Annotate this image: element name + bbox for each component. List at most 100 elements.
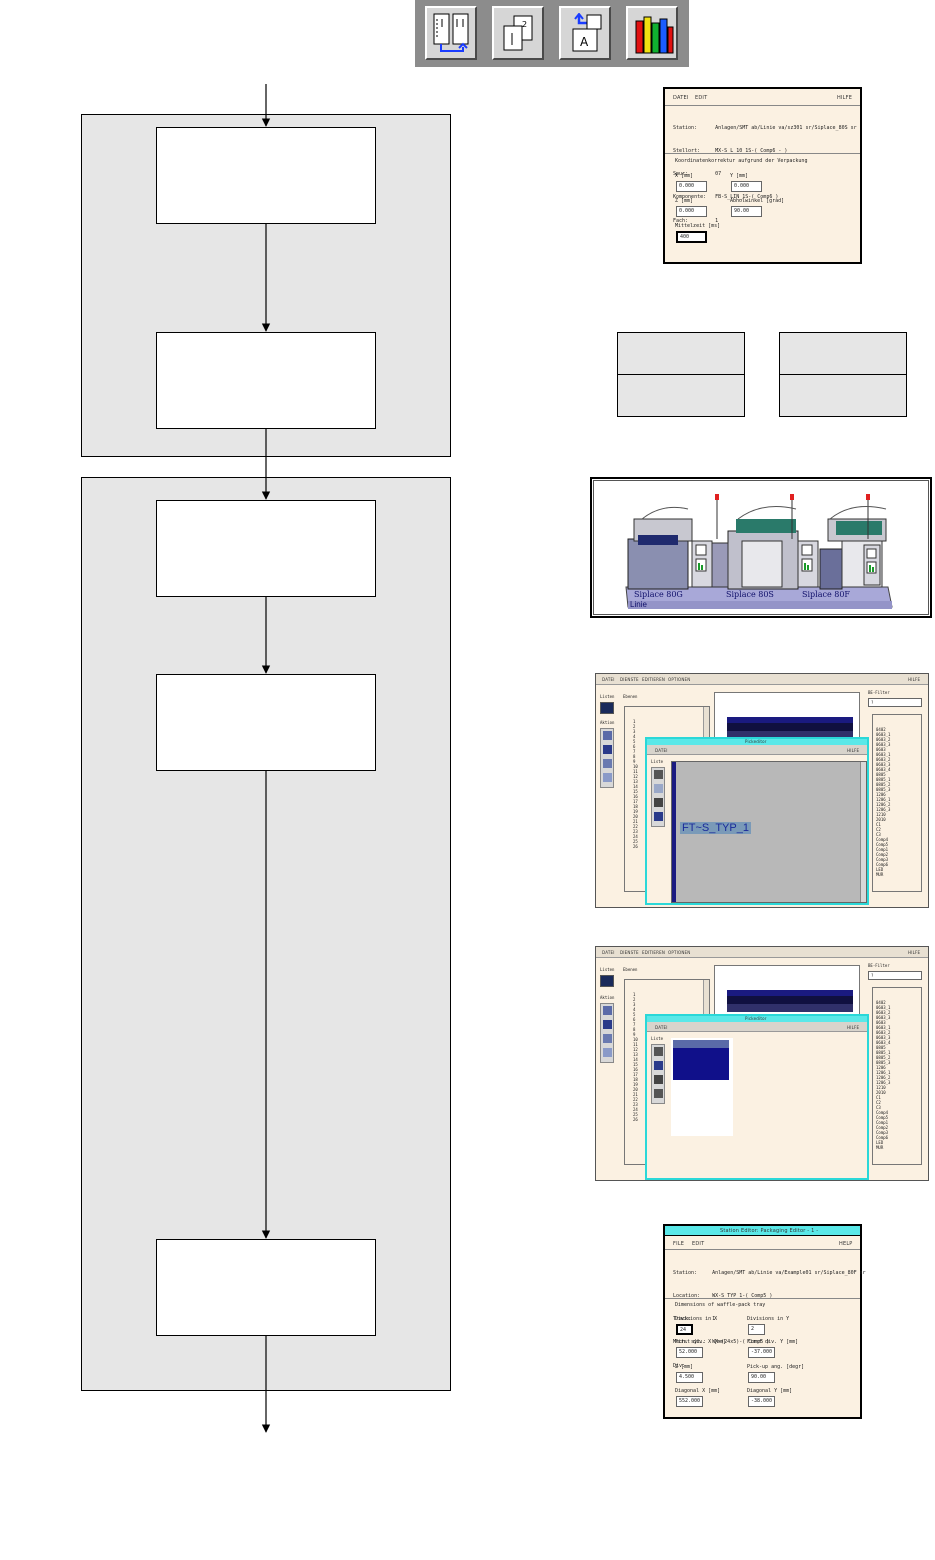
diagonal-x-input[interactable]: 552.000 [676, 1396, 703, 1407]
pick-icon[interactable] [603, 745, 612, 754]
tool-icon[interactable] [654, 1061, 663, 1070]
tool-icon[interactable] [654, 1089, 663, 1098]
divisions-x-input[interactable]: 24 [676, 1324, 693, 1335]
menu-item[interactable]: DATEI [602, 950, 615, 955]
sub-menu-file[interactable]: DATEI [655, 1025, 668, 1030]
component-item[interactable]: 1210 [876, 1085, 886, 1090]
component-item[interactable]: 0603_4 [876, 767, 891, 772]
component-item[interactable]: C3 [876, 832, 881, 837]
menu-edit[interactable]: EDIT [695, 95, 708, 101]
component-item[interactable]: 1210 [876, 812, 886, 817]
component-item[interactable]: 0603_2 [876, 1030, 891, 1035]
component-item[interactable]: Comp6 [876, 1135, 889, 1140]
component-item[interactable]: 0603_4 [876, 1040, 891, 1045]
component-item[interactable]: LED [876, 1140, 884, 1145]
component-item[interactable]: 0805_3 [876, 787, 891, 792]
tool-icon[interactable] [654, 784, 663, 793]
menu-item[interactable]: OPTIONEN [668, 677, 691, 682]
component-item[interactable]: C1 [876, 1095, 881, 1100]
component-item[interactable]: 0603_1 [876, 732, 891, 737]
canvas-scrollbar[interactable] [860, 762, 866, 902]
component-item[interactable]: 0603_2 [876, 1010, 891, 1015]
y-input[interactable]: 0.000 [731, 181, 762, 192]
component-item[interactable]: 0603 [876, 1020, 886, 1025]
component-item[interactable]: 1206_1 [876, 1070, 891, 1075]
component-item[interactable]: Comp2 [876, 852, 889, 857]
menu-datei[interactable]: DATEI [673, 95, 689, 101]
component-item[interactable]: C2 [876, 1100, 881, 1105]
tray-icon[interactable] [603, 1034, 612, 1043]
component-item[interactable]: 0603_1 [876, 752, 891, 757]
component-item[interactable]: 1206_3 [876, 1080, 891, 1085]
z-input[interactable]: 4.500 [676, 1372, 703, 1383]
component-item[interactable]: Comp4 [876, 837, 889, 842]
component-item[interactable]: 1206_2 [876, 802, 891, 807]
component-item[interactable]: 0805_1 [876, 1050, 891, 1055]
menu-item[interactable]: DIENSTE [620, 677, 639, 682]
component-item[interactable]: 2010 [876, 1090, 886, 1095]
component-item[interactable]: C1 [876, 822, 881, 827]
tool-icon[interactable] [654, 1075, 663, 1084]
component-item[interactable]: Comp1 [876, 847, 889, 852]
tool-icon[interactable] [654, 1047, 663, 1056]
component-item[interactable]: 0402 [876, 727, 886, 732]
component-item[interactable]: LED [876, 867, 884, 872]
list-icon[interactable] [600, 702, 614, 714]
component-item[interactable]: 0603_3 [876, 742, 891, 747]
component-item[interactable]: C3 [876, 1105, 881, 1110]
sub-menu-file[interactable]: DATEI [655, 748, 668, 753]
sub-menu-help[interactable]: HILFE [847, 748, 860, 753]
component-item[interactable]: 0805_2 [876, 1055, 891, 1060]
menu-hilfe[interactable]: HILFE [837, 95, 853, 101]
component-item[interactable]: 0805_3 [876, 1060, 891, 1065]
component-item[interactable]: Comp3 [876, 1130, 889, 1135]
filter-input[interactable]: ? [868, 698, 922, 707]
component-item[interactable]: 1206 [876, 792, 886, 797]
component-item[interactable]: 1206_1 [876, 797, 891, 802]
component-item[interactable]: Comp1 [876, 1120, 889, 1125]
menu-help[interactable]: HILFE [908, 950, 921, 955]
component-item[interactable]: 1206 [876, 1065, 886, 1070]
pointer-icon[interactable] [603, 731, 612, 740]
menu-help[interactable]: HELP [839, 1241, 853, 1247]
diagonal-y-input[interactable]: -38.000 [748, 1396, 775, 1407]
component-item[interactable]: 1206_3 [876, 807, 891, 812]
component-item[interactable]: 0603 [876, 747, 886, 752]
first-div-y-input[interactable]: -37.000 [748, 1347, 775, 1358]
copy-pages-icon[interactable]: 2 [492, 6, 544, 60]
pick-canvas[interactable]: FT~S_TYP_1 [671, 761, 867, 903]
component-item[interactable]: 0603_1 [876, 1005, 891, 1010]
menu-edit[interactable]: EDIT [692, 1241, 705, 1247]
component-item[interactable]: 2010 [876, 817, 886, 822]
tool-icon[interactable] [654, 812, 663, 821]
tray-icon[interactable] [603, 759, 612, 768]
component-item[interactable]: Comp3 [876, 857, 889, 862]
angle-input[interactable]: 90.00 [731, 206, 762, 217]
component-item[interactable]: Comp2 [876, 1125, 889, 1130]
pointer-icon[interactable] [603, 1006, 612, 1015]
menu-item[interactable]: EDITIEREN [642, 677, 666, 682]
list-icon[interactable] [600, 975, 614, 987]
component-item[interactable]: 0805 [876, 772, 886, 777]
import-component-icon[interactable]: A [559, 6, 611, 60]
menu-help[interactable]: HILFE [908, 677, 921, 682]
component-item[interactable]: 0603_2 [876, 737, 891, 742]
filter-input[interactable]: ? [868, 971, 922, 980]
z-input[interactable]: 0.000 [676, 206, 707, 217]
component-item[interactable]: C2 [876, 827, 881, 832]
component-item[interactable]: 0603_1 [876, 1025, 891, 1030]
component-item[interactable]: Comp5 [876, 1115, 889, 1120]
component-item[interactable]: Comp5 [876, 842, 889, 847]
pickup-angle-input[interactable]: 90.00 [748, 1372, 775, 1383]
component-item[interactable]: MUR [876, 872, 884, 877]
component-item[interactable]: 1206_2 [876, 1075, 891, 1080]
menu-item[interactable]: DATEI [602, 677, 615, 682]
library-books-icon[interactable] [626, 6, 678, 60]
component-item[interactable]: 0805_2 [876, 782, 891, 787]
component-item[interactable]: 0603_3 [876, 1035, 891, 1040]
first-div-x-input[interactable]: 52.000 [676, 1347, 703, 1358]
sub-menu-help[interactable]: HILFE [847, 1025, 860, 1030]
crosshair-icon[interactable] [603, 773, 612, 782]
menu-item[interactable]: DIENSTE [620, 950, 639, 955]
